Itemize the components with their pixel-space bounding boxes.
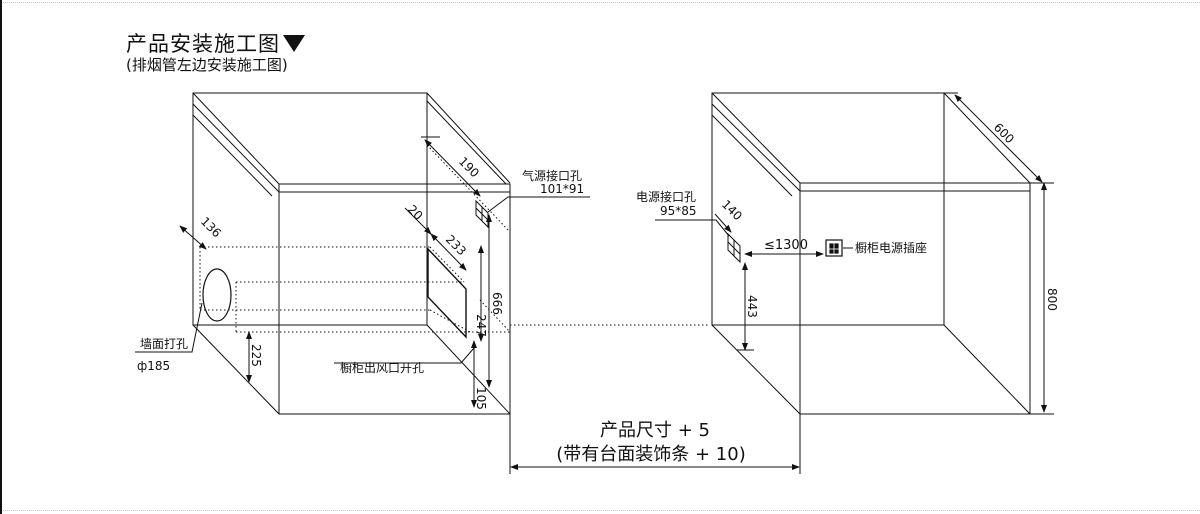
dim-136: 136	[198, 214, 224, 240]
left-dimension-lines	[135, 136, 590, 408]
dim-225: 225	[249, 344, 263, 367]
top-divider	[0, 2, 1200, 3]
left-cabinet-back-panel	[192, 92, 428, 326]
dim-140: 140	[719, 197, 745, 223]
dim-1300: ≤1300	[764, 238, 808, 253]
dim-800: 800	[1045, 288, 1059, 311]
page-subtitle: (排烟管左边安装施工图)	[126, 56, 288, 74]
dim-105: 105	[474, 387, 488, 410]
right-cabinet	[711, 92, 1031, 415]
cabinet-outlet-opening	[427, 247, 467, 339]
dim-190: 190	[456, 154, 482, 180]
product-size-label: 产品尺寸 + 5	[600, 420, 710, 441]
wall-hole-circle	[202, 268, 232, 322]
right-cabinet-front-frame	[799, 182, 1031, 415]
gas-hole-size: 101*91	[540, 182, 584, 196]
left-cabinet-front-frame	[278, 183, 511, 415]
dim-666: 666	[490, 292, 504, 315]
down-triangle-icon	[283, 35, 305, 52]
product-size-note: (带有台面装饰条 + 10)	[556, 444, 745, 465]
dim-233: 233	[443, 232, 469, 258]
right-cabinet-countertop-strip	[799, 182, 1031, 192]
left-cabinet	[192, 92, 511, 415]
power-hole-label: 电源接口孔	[636, 189, 696, 204]
page-title: 产品安装施工图	[126, 28, 305, 58]
bottom-divider	[0, 510, 1200, 511]
right-dimension-lines	[655, 92, 1054, 415]
dim-20: 20	[405, 202, 426, 223]
outlet-label: 橱柜出风口开孔	[340, 361, 424, 375]
socket-label: 橱柜电源插座	[855, 240, 927, 255]
left-cabinet-countertop-strip	[278, 183, 511, 193]
title-text: 产品安装施工图	[126, 32, 280, 56]
dim-247: 247	[474, 314, 488, 337]
power-hole-size: 95*85	[660, 204, 697, 218]
left-edge-bar	[0, 0, 2, 514]
product-size-dimension	[509, 414, 801, 474]
wall-hole-size: ф185	[137, 359, 170, 373]
wall-hole-label: 墙面打孔	[140, 337, 188, 351]
dim-600: 600	[991, 120, 1017, 146]
dim-443: 443	[745, 295, 759, 318]
power-socket-icon	[825, 239, 843, 257]
gas-hole-label: 气源接口孔	[522, 168, 582, 183]
right-cabinet-back-panel	[711, 92, 945, 326]
power-inlet-hole	[727, 232, 741, 264]
